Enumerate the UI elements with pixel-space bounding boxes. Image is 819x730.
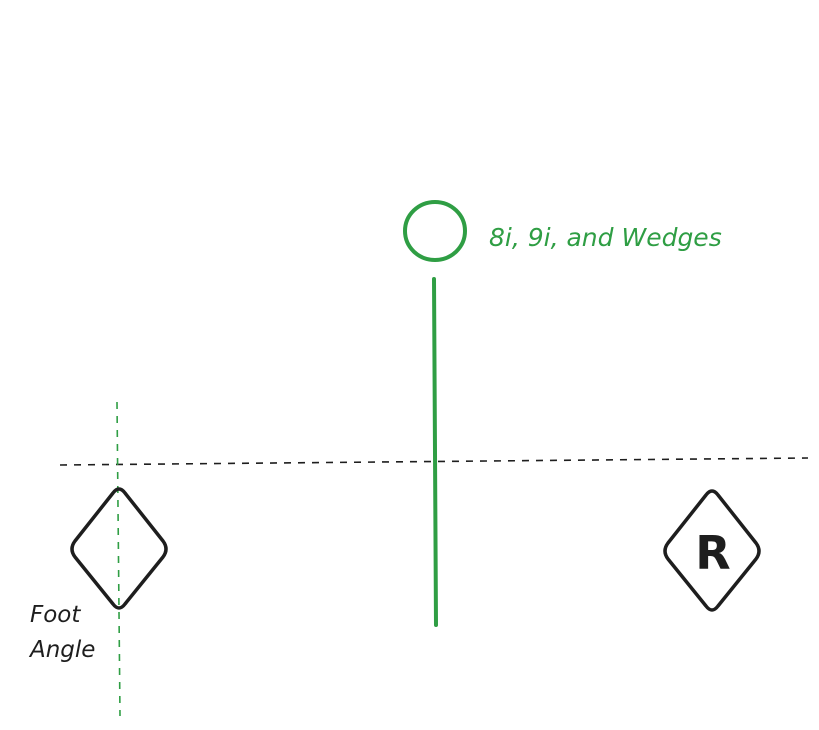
ball-club-label: 8i, 9i, and Wedges [489,223,722,252]
ball-position-line [432,277,438,627]
foot-angle-label-line2: Angle [28,637,95,663]
foot-angle-label-line1: Foot [30,602,81,628]
foot-angle-line [116,401,121,717]
right-foot-diamond [663,489,761,612]
ball-circle [403,200,467,262]
right-foot-letter: R [695,526,730,580]
left-foot-diamond [70,487,168,610]
